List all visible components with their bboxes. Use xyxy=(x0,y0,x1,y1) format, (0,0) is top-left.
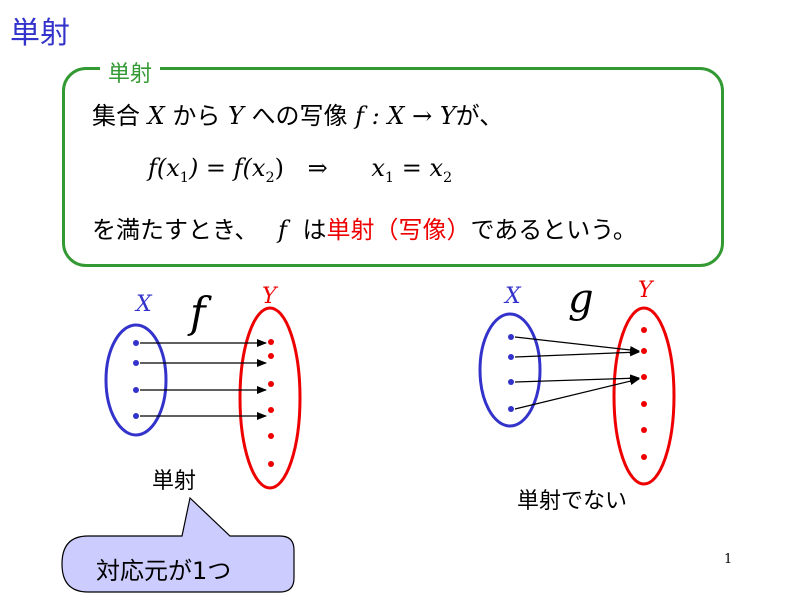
right-caption: 単射でない xyxy=(517,489,628,514)
set-x: X xyxy=(147,102,165,130)
text-set: 集合 xyxy=(92,102,140,130)
definition-label: 単射 xyxy=(100,56,161,88)
right-domain-points xyxy=(508,334,514,412)
page-number: 1 xyxy=(724,552,733,567)
left-codomain-points xyxy=(268,339,274,467)
text-satisfy: を満たすとき、 xyxy=(92,216,259,244)
definition-line-1: 集合 X から Y への写像 f : X → Yが、 xyxy=(92,96,503,131)
sub-2: 2 xyxy=(265,169,275,186)
func-f-inline: f xyxy=(277,216,287,244)
sub-rhs-2: 2 xyxy=(442,169,453,186)
condition-eq: = x xyxy=(394,154,443,182)
implies-symbol: ⇒ xyxy=(307,154,328,182)
left-domain-label: X xyxy=(136,292,152,317)
callout-bubble xyxy=(61,496,295,593)
text-ga: が、 xyxy=(455,102,504,130)
text-ha: は xyxy=(302,216,327,244)
condition-mid: ) = f(x xyxy=(188,154,266,182)
condition-lhs: f(x xyxy=(148,154,180,182)
condition-close: ) xyxy=(274,154,284,182)
text-kara: から xyxy=(172,102,221,130)
left-arrows xyxy=(140,339,267,420)
sub-rhs-1: 1 xyxy=(384,169,395,186)
left-codomain-label: Y xyxy=(262,284,277,309)
term-injective: 単射（写像） xyxy=(326,216,471,244)
left-domain-ellipse xyxy=(104,323,168,437)
right-arrows xyxy=(514,336,640,410)
callout-text: 対応元が1つ xyxy=(96,557,232,585)
right-codomain-label: Y xyxy=(638,278,653,303)
right-domain-label: X xyxy=(505,284,521,309)
text-mapping: への写像 xyxy=(251,102,348,130)
text-definition-end: であるという。 xyxy=(470,216,637,244)
right-codomain-ellipse xyxy=(612,306,676,486)
right-function-label: g xyxy=(568,276,594,322)
set-y: Y xyxy=(228,102,244,130)
right-domain-ellipse xyxy=(478,312,542,428)
right-codomain-points xyxy=(641,327,647,460)
left-caption: 単射 xyxy=(152,469,197,494)
injective-condition: f(x1) = f(x2) ⇒ x1 = x2 xyxy=(148,154,452,186)
left-domain-points xyxy=(133,340,139,419)
condition-rhs1: x xyxy=(371,154,385,182)
page-title: 単射 xyxy=(10,16,70,51)
definition-line-3: を満たすとき、 f は単射（写像）であるという。 xyxy=(92,210,637,245)
left-codomain-ellipse xyxy=(238,306,302,490)
mapping-notation: f : X → Y xyxy=(355,102,456,130)
sub-1: 1 xyxy=(179,169,189,186)
definition-box xyxy=(62,67,724,267)
left-function-label: f xyxy=(190,288,206,337)
